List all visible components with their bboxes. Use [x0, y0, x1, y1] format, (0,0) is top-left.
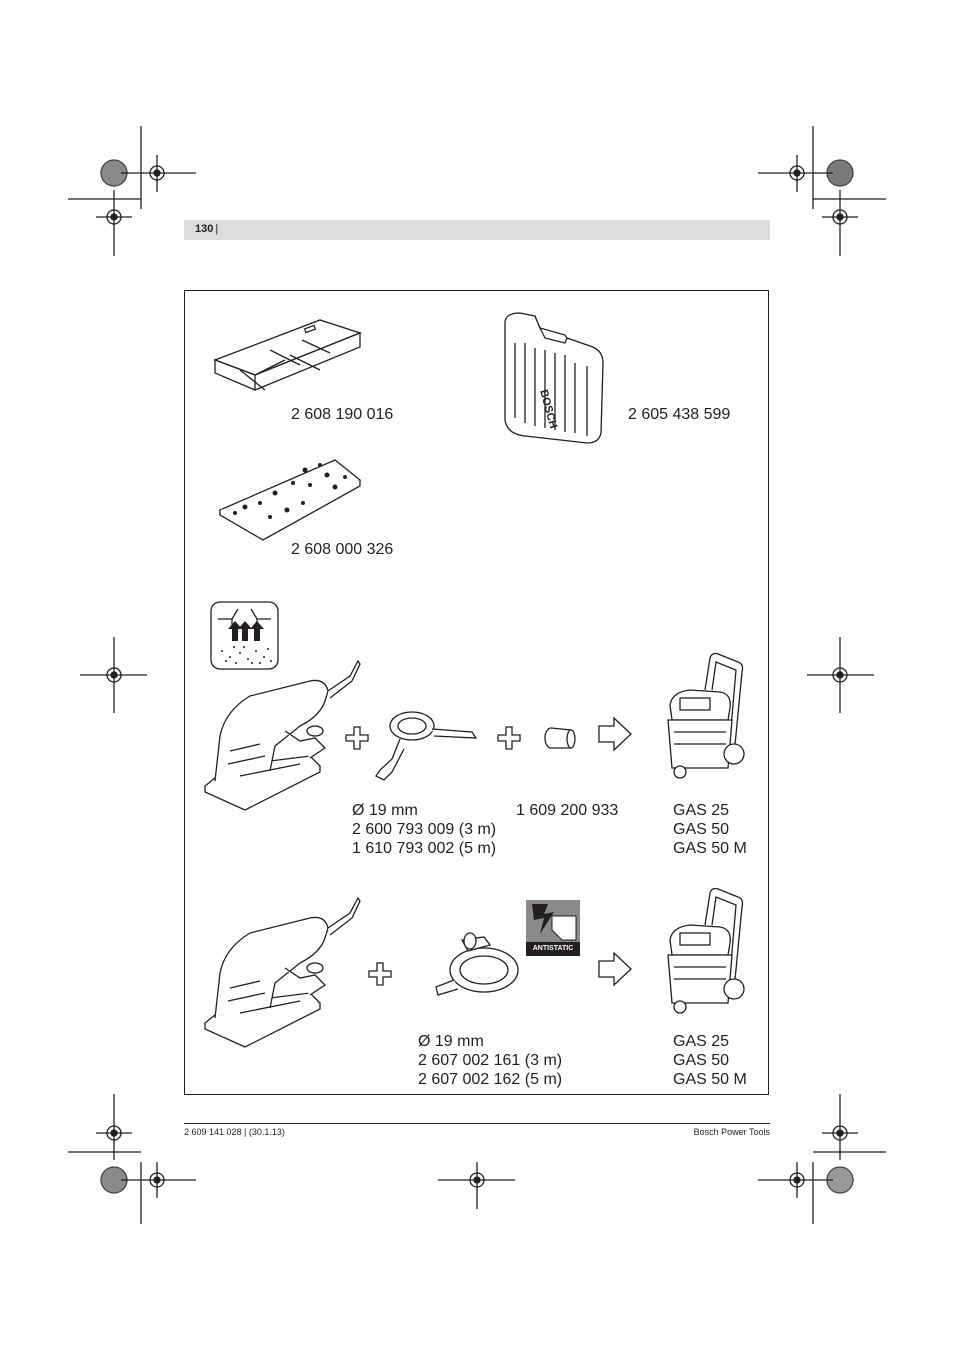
vacuum-model: GAS 50 M: [673, 840, 747, 857]
hose-part-3m: 2 607 002 161 (3 m): [418, 1052, 563, 1069]
vacuum-model: GAS 50: [673, 1052, 730, 1069]
hose-info-row2: Ø 19 mm 2 607 002 161 (3 m) 2 607 002 16…: [418, 1032, 562, 1089]
base-plate-icon: [218, 459, 362, 541]
adapter-part-number: 1 609 200 933: [516, 802, 619, 819]
page-number-separator: |: [215, 223, 219, 235]
vacuum-models-row1: GAS 25 GAS 50 GAS 50 M: [673, 801, 747, 858]
header-bar: [184, 220, 770, 240]
vacuum-model: GAS 25: [673, 1033, 730, 1050]
arrow-right-icon: [598, 716, 632, 752]
footer-divider: [184, 1123, 770, 1124]
hose-diameter: Ø 19 mm: [352, 802, 418, 819]
arrow-right-icon: [598, 951, 632, 987]
base-plate-part-number: 2 608 000 326: [291, 541, 394, 558]
dust-box-part-number: 2 608 190 016: [291, 406, 394, 423]
antistatic-lightning-icon: [526, 900, 580, 942]
antistatic-label: ANTISTATIC: [526, 942, 580, 956]
vacuum-cleaner-icon: [667, 652, 745, 779]
plus-icon: [345, 726, 369, 750]
hose-info-row1: Ø 19 mm 2 600 793 009 (3 m) 1 610 793 00…: [352, 801, 496, 858]
dust-extraction-icon: [210, 601, 279, 670]
hose-diameter: Ø 19 mm: [418, 1033, 484, 1050]
hose-icon: [375, 711, 478, 781]
carrying-case-icon: BOSCH: [504, 312, 604, 444]
accessories-frame: [184, 290, 769, 1095]
hose-part-3m: 2 600 793 009 (3 m): [352, 821, 497, 838]
vacuum-model: GAS 50 M: [673, 1071, 747, 1088]
vacuum-model: GAS 25: [673, 802, 730, 819]
vacuum-cleaner-icon: [667, 887, 745, 1014]
antistatic-badge: ANTISTATIC: [526, 900, 580, 956]
vacuum-model: GAS 50: [673, 821, 730, 838]
page-number-value: 130: [195, 223, 214, 235]
orbital-sander-icon: [203, 896, 361, 1048]
page-number: 130|: [195, 223, 218, 235]
plus-icon: [497, 726, 521, 750]
antistatic-hose-icon: [435, 932, 519, 996]
vacuum-models-row2: GAS 25 GAS 50 GAS 50 M: [673, 1032, 747, 1089]
hose-part-5m: 1 610 793 002 (5 m): [352, 840, 497, 857]
adapter-icon: [544, 727, 576, 749]
orbital-sander-icon: [203, 659, 361, 811]
plus-icon: [368, 962, 392, 986]
hose-part-5m: 2 607 002 162 (5 m): [418, 1071, 563, 1088]
footer-brand: Bosch Power Tools: [693, 1127, 770, 1137]
footer-doc-code: 2 609 141 028 | (30.1.13): [184, 1127, 285, 1137]
dust-box-icon: [213, 319, 362, 391]
carrying-case-part-number: 2 605 438 599: [628, 406, 731, 423]
